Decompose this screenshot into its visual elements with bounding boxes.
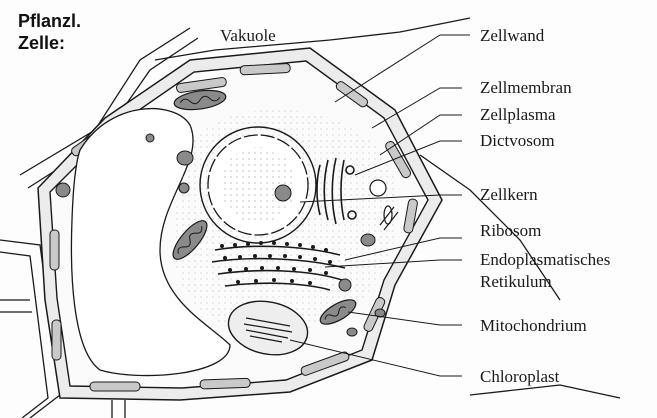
label-zellwand: Zellwand [480,26,544,46]
label-er-line-1: Endoplasmatisches [480,250,610,270]
diagram-title: Pflanzl. Zelle: [18,10,81,54]
nucleus [200,127,316,243]
label-mitochondrium: Mitochondrium [480,316,587,336]
title-line-2: Zelle: [18,32,81,54]
title-line-1: Pflanzl. [18,10,81,32]
label-zellkern: Zellkern [480,185,538,205]
nucleolus [275,185,291,201]
label-vakuole: Vakuole [220,26,276,46]
label-er-line-2: Retikulum [480,272,552,292]
label-chloroplast: Chloroplast [480,367,559,387]
label-dictyosom: Dictvosom [480,131,555,151]
label-ribosom: Ribosom [480,221,541,241]
label-zellmembran: Zellmembran [480,78,572,98]
label-zellplasma: Zellplasma [480,105,556,125]
